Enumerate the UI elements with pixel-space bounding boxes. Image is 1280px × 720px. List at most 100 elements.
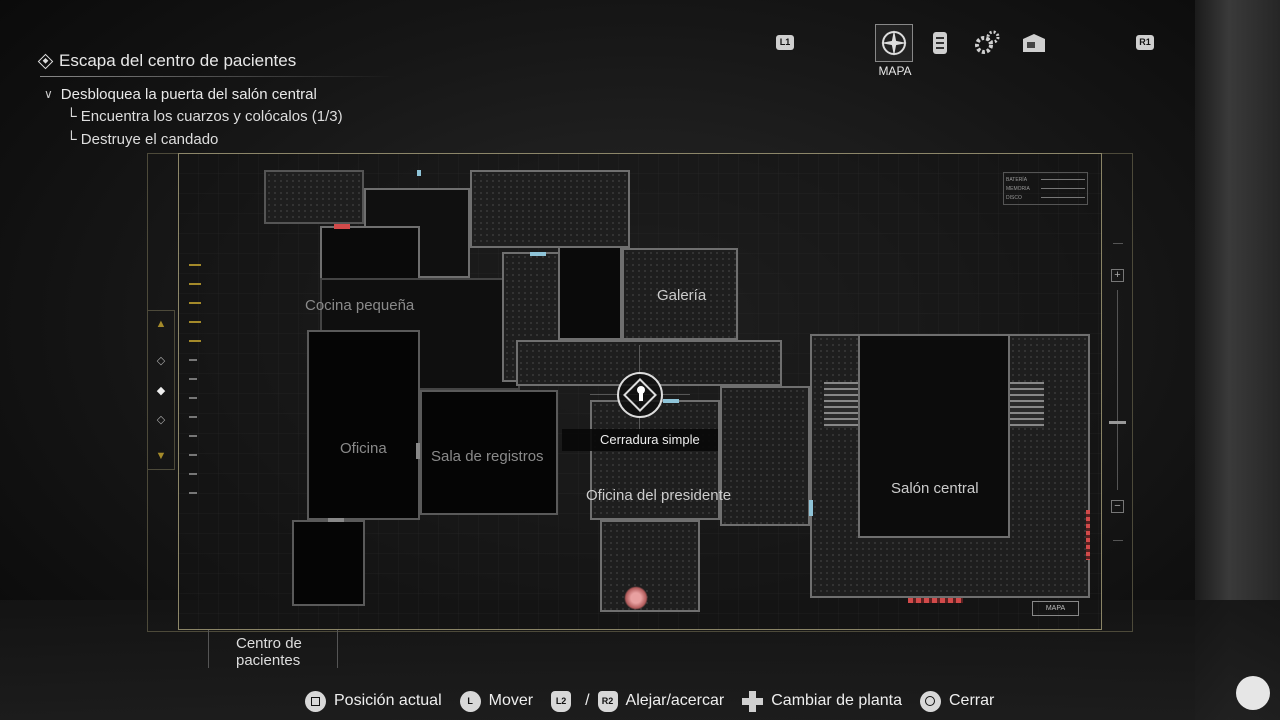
control-move[interactable]: L Mover (459, 690, 534, 712)
room-label-salon: Salón central (891, 480, 979, 497)
floor-up-arrow-icon[interactable]: ▲ (155, 318, 167, 330)
room-label-oficina: Oficina (340, 440, 387, 457)
rail-tick (189, 321, 201, 323)
compass-icon (881, 30, 907, 56)
tab-files[interactable] (921, 24, 959, 62)
objective-main-label: Escapa del centro de pacientes (59, 51, 297, 70)
rail-tick (189, 359, 197, 361)
control-label: Cambiar de planta (771, 692, 902, 709)
room-upper-corridor (264, 170, 364, 224)
zoom-tick (1113, 243, 1123, 244)
control-label: Alejar/acercar (625, 692, 725, 709)
room-presidente-lower (600, 520, 700, 612)
objective-step-label: Destruye el candado (80, 131, 219, 148)
rail-tick (189, 378, 197, 380)
control-zoom[interactable]: R2 Alejar/acercar (597, 690, 725, 712)
l1-button[interactable]: L1 (776, 35, 794, 50)
tab-map[interactable] (875, 24, 913, 62)
control-separator: / (585, 692, 590, 709)
l2-button-icon: L2 (551, 690, 572, 712)
area-name: Centro de pacientes (236, 635, 302, 669)
rail-tick (189, 454, 197, 456)
rail-tick (189, 264, 201, 266)
tab-items[interactable] (1015, 24, 1053, 62)
zoom-tick (1113, 540, 1123, 541)
watermark-logo (1236, 676, 1270, 710)
legend-row: DISCO (1006, 193, 1085, 202)
locked-door-striped (1086, 510, 1090, 560)
lock-marker[interactable] (617, 372, 663, 418)
room-oficina-lower (292, 520, 365, 606)
status-legend: BATERÍA MEMORIA DISCO (1003, 172, 1088, 205)
rail-tick (189, 397, 197, 399)
control-label: Posición actual (334, 692, 442, 709)
door-blue (663, 399, 679, 403)
control-position[interactable]: Posición actual (305, 690, 442, 712)
objective-sub: ∨ Desbloquea la puerta del salón central (44, 83, 400, 105)
legend-bar (1041, 179, 1085, 180)
legend-row: BATERÍA (1006, 175, 1085, 184)
rail-tick (189, 340, 201, 342)
objectives-panel: Escapa del centro de pacientes ∨ Desbloq… (37, 50, 400, 151)
keyhole-stem (639, 392, 643, 401)
zoom-in-button[interactable]: + (1111, 269, 1124, 282)
objective-step-label: Encuentra los cuarzos y colócalos (1/3) (80, 108, 343, 125)
square-button-icon (305, 690, 326, 712)
objective-main: Escapa del centro de pacientes (37, 50, 400, 72)
door-blue (809, 500, 813, 516)
zoom-slider-handle[interactable] (1109, 421, 1126, 424)
objective-diamond-icon (37, 53, 54, 69)
floor-marker[interactable]: ◇ (156, 355, 166, 367)
settings-icon (975, 30, 1000, 54)
room-label-galeria: Galería (657, 287, 707, 304)
room-sala-registros (420, 390, 558, 515)
door-grey (416, 443, 420, 459)
room-oficina-presidente (590, 400, 720, 520)
zoom-out-button[interactable]: − (1111, 500, 1124, 513)
room-galeria (622, 248, 738, 340)
room-small-dark (558, 246, 622, 340)
floor-marker-current[interactable]: ◆ (156, 385, 166, 397)
room-upper-hall (470, 170, 630, 248)
room-label-presidente: Oficina del presidente (586, 487, 732, 504)
zoom-track (1117, 290, 1118, 490)
stairs-left (824, 382, 858, 428)
legend-label: BATERÍA (1006, 176, 1028, 183)
control-l2[interactable]: L2 / (551, 690, 590, 712)
r2-button-icon: R2 (597, 690, 618, 712)
area-name-box (208, 630, 338, 668)
circle-button-icon (919, 690, 941, 712)
floor-down-arrow-icon[interactable]: ▼ (155, 450, 167, 462)
left-stick-icon: L (459, 690, 481, 712)
room-oficina (307, 330, 420, 520)
door-blue (417, 170, 421, 176)
legend-label: MEMORIA (1006, 185, 1030, 192)
room-salon-inner (858, 334, 1010, 538)
legend-row: MEMORIA (1006, 184, 1085, 193)
floor-selector (147, 310, 175, 470)
tab-settings[interactable] (968, 24, 1006, 62)
control-label: Mover (488, 692, 534, 709)
files-icon (933, 32, 947, 54)
stairs-right (1010, 382, 1044, 428)
map-tooltip: Cerradura simple (562, 429, 718, 451)
r1-button[interactable]: R1 (1136, 35, 1154, 50)
rail-tick (189, 416, 197, 418)
control-floor[interactable]: Cambiar de planta (742, 690, 902, 712)
door-blue (530, 252, 546, 256)
flower-item-icon[interactable] (624, 586, 648, 610)
rail-tick (189, 302, 201, 304)
room-label-registros: Sala de registros (431, 448, 544, 465)
legend-bar (1041, 188, 1085, 189)
control-close[interactable]: Cerrar (919, 690, 994, 712)
minimap-label: MAPA (1032, 601, 1079, 616)
items-icon (1023, 34, 1045, 52)
floor-marker[interactable]: ◇ (156, 414, 166, 426)
rail-tick (189, 435, 197, 437)
rail-tick (189, 473, 197, 475)
controls-bar: Posición actual L Mover L2 / R2 Alejar/a… (305, 689, 1012, 713)
chevron-down-icon: ∨ (44, 87, 53, 101)
dpad-icon (742, 690, 764, 712)
objective-sub-label: Desbloquea la puerta del salón central (60, 85, 317, 103)
room-label-cocina: Cocina pequeña (305, 297, 415, 314)
